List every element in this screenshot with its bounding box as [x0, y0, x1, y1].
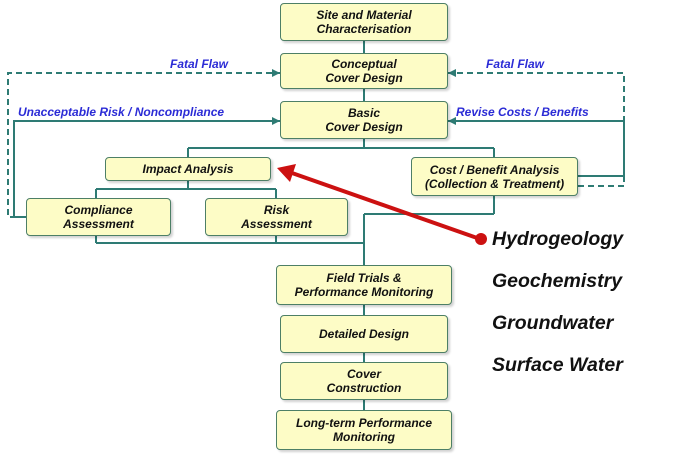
conceptual-design-box: Conceptual Cover Design — [280, 53, 448, 89]
fatal-flaw-right-label: Fatal Flaw — [486, 57, 545, 71]
input-factors-list: Hydrogeology Geochemistry Groundwater Su… — [492, 226, 623, 394]
input-arrow — [277, 164, 487, 245]
field-trials-box: Field Trials & Performance Monitoring — [276, 265, 452, 305]
compliance-assessment-box: Compliance Assessment — [26, 198, 171, 236]
long-term-monitoring-box: Long-term Performance Monitoring — [276, 410, 452, 450]
input-groundwater: Groundwater — [492, 312, 614, 334]
cover-construction-box: Cover Construction — [280, 362, 448, 400]
detailed-design-box: Detailed Design — [280, 315, 448, 353]
input-geochemistry: Geochemistry — [492, 270, 623, 292]
revise-costs-label: Revise Costs / Benefits — [456, 105, 589, 119]
unacceptable-risk-label: Unacceptable Risk / Noncompliance — [18, 105, 225, 119]
input-surface-water: Surface Water — [492, 354, 623, 376]
risk-assessment-box: Risk Assessment — [205, 198, 348, 236]
site-characterisation-box: Site and Material Characterisation — [280, 3, 448, 41]
basic-design-box: Basic Cover Design — [280, 101, 448, 139]
input-hydrogeology: Hydrogeology — [492, 228, 624, 250]
impact-analysis-box: Impact Analysis — [105, 157, 271, 181]
fatal-flaw-left-label: Fatal Flaw — [170, 57, 229, 71]
cost-benefit-box: Cost / Benefit Analysis (Collection & Tr… — [411, 157, 578, 196]
